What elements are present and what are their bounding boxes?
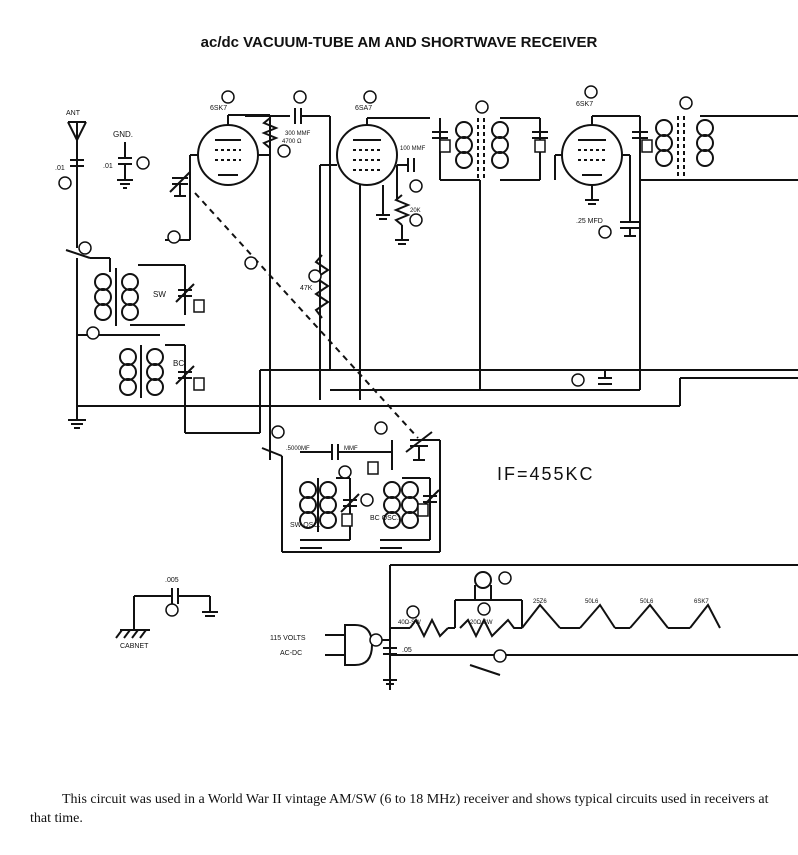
heater-50l6b-label: 50L6 [640,599,654,605]
tube-3 [561,124,623,186]
bc-osc-label: BC OSC. [370,515,399,522]
sw-antenna-coil [94,268,139,326]
cap-5000-label: .5000MF [286,446,310,452]
tube-1-label: 6SK7 [210,105,227,112]
bc-antenna-coil [119,345,164,398]
if-transformer-1 [432,117,548,181]
blank-box [10,718,255,770]
heater-6sk7-label: 6SK7 [694,599,709,605]
cap-300-label: 300 MMF [285,131,311,137]
mmf-label: MMF [344,446,358,452]
res-47k-label: 47K [300,285,313,292]
bc-label: BC [173,359,184,368]
volts-label: 115 VOLTS [270,635,306,642]
power-plug [325,624,374,666]
cap-05-label: .05 [402,647,412,654]
acdc-label: AC-DC [280,650,302,657]
cap-005-label: .005 [165,577,179,584]
heater-25z6-label: 25Z6 [533,599,547,605]
sw-osc-coil [299,478,337,532]
cap-01b-label: .01 [103,163,113,170]
antenna-label: ANT [66,110,81,117]
if-label: IF=455KC [497,464,595,484]
res-4700-label: 4700 Ω [282,139,302,145]
tube-2-label: 6SA7 [355,105,372,112]
caption-text: This circuit was used in a World War II … [30,792,769,826]
antenna-symbol [67,121,87,240]
tube-2 [336,124,398,186]
ground-label: GND. [113,130,133,139]
bc-osc-coil [383,481,419,529]
cabnet-label: CABNET [120,643,149,650]
res-20k-label: 20K [410,208,421,214]
heater-50l6a-label: 50L6 [585,599,599,605]
tube-1 [197,124,259,186]
tube-3-label: 6SK7 [576,101,593,108]
sw-label: SW [153,290,166,299]
cap-100-label: 100 MMF [400,146,426,152]
page-title: ac/dc VACUUM-TUBE AM AND SHORTWAVE RECEI… [200,34,598,51]
cap-25-label: .25 MFD [576,218,603,225]
res-20-label: 20Ω SW [470,620,493,626]
sw-osc-label: SW OSC. [290,522,320,529]
if-transformer-2 [632,115,798,181]
res-40-label: 40Ω-SW [398,620,421,626]
cap-01a-label: .01 [55,165,65,172]
